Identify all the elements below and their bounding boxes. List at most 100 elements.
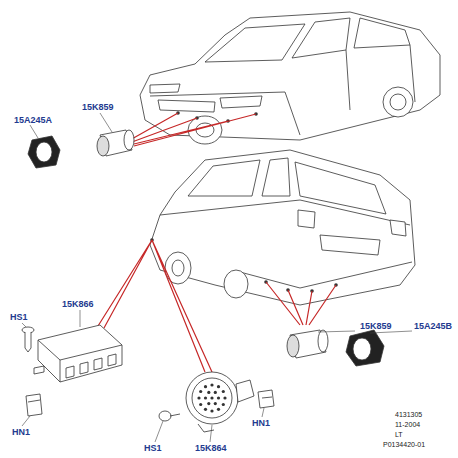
rear-car-outline — [390, 220, 406, 236]
sounder-grille — [204, 396, 207, 399]
front-car-outline — [140, 12, 440, 140]
screw — [159, 411, 171, 421]
rear-car-outline — [240, 262, 412, 288]
clip-nut — [26, 394, 42, 416]
front-sensor — [124, 130, 134, 150]
red-locator-lines — [98, 113, 336, 372]
sounder-grille — [204, 408, 207, 411]
rear-car-outline — [160, 200, 410, 225]
front-car-outline — [346, 45, 415, 110]
front-bezel — [36, 142, 52, 162]
control-module — [38, 325, 122, 382]
front-car-outline — [150, 92, 300, 135]
rear-car-outline — [150, 150, 415, 305]
front-car-outline — [140, 12, 440, 144]
control-module — [66, 354, 116, 378]
rear-car-outline — [165, 252, 191, 284]
sounder-grille — [199, 390, 202, 393]
callout-number: HN1 — [252, 419, 270, 428]
rear-car-outline — [262, 158, 290, 196]
leader-line — [22, 113, 412, 442]
callout-number: 15K859 — [360, 322, 392, 331]
sounder-grille — [204, 385, 207, 388]
front-car-outline — [390, 94, 406, 110]
rear-car-outline — [298, 210, 315, 228]
illustration-code: P0134420-01 — [383, 441, 425, 448]
clip-nut — [258, 390, 274, 408]
rear-sensor — [318, 330, 328, 352]
front-car-outline — [383, 87, 413, 117]
sounder-grille — [217, 408, 220, 411]
sounder-grille — [214, 402, 217, 405]
sounder-grille — [217, 385, 220, 388]
callout-number: 15A245B — [414, 322, 452, 331]
sounder-grille — [222, 390, 225, 393]
red-locator-lines — [266, 282, 336, 325]
sounder-grille — [210, 409, 213, 412]
red-locator-lines — [98, 240, 152, 328]
front-sensor — [97, 136, 109, 156]
front-car-outline — [158, 100, 215, 112]
screw — [25, 332, 31, 352]
front-sensor — [97, 130, 134, 156]
sounder-grille — [197, 396, 200, 399]
red-locator-lines — [130, 113, 256, 146]
rear-bezel — [346, 330, 384, 366]
rear-car-outline — [188, 160, 260, 196]
rear-bezel — [346, 330, 384, 366]
rear-sensor-mounts — [150, 238, 338, 293]
screw — [170, 414, 180, 416]
clip-nut — [28, 400, 40, 402]
rear-sensor — [287, 330, 328, 358]
front-car-outline — [354, 18, 410, 48]
sounder-grille — [210, 396, 213, 399]
callout-number: 15K859 — [82, 103, 114, 112]
sounder-grille — [199, 403, 202, 406]
clip-nut — [262, 397, 272, 398]
sounder — [192, 378, 232, 418]
drawing-number: 4131305 — [395, 411, 422, 418]
sounder-grille — [223, 396, 226, 399]
rear-car-outline — [224, 270, 248, 298]
callout-number: 15K864 — [195, 444, 227, 453]
date-code: 11-2004 — [395, 421, 420, 428]
sounder — [236, 380, 254, 402]
market-code: LT — [395, 431, 403, 438]
front-car-outline — [292, 18, 350, 58]
front-car-outline — [205, 24, 305, 62]
control-module — [34, 325, 122, 382]
sounder — [186, 372, 254, 432]
callout-number: HS1 — [10, 313, 28, 322]
rear-car-outline — [150, 150, 415, 305]
sounder-grille — [217, 396, 220, 399]
sounder-grille — [197, 383, 226, 412]
front-car-outline — [150, 84, 180, 93]
sounder — [186, 372, 238, 424]
control-module — [38, 340, 122, 382]
control-module — [34, 366, 44, 374]
front-bezel — [28, 136, 60, 168]
front-bezel — [28, 136, 60, 168]
sounder-grille — [210, 383, 213, 386]
rear-car-outline — [320, 235, 380, 255]
front-car-outline — [220, 96, 262, 108]
clip-nut — [258, 390, 274, 408]
callout-number: 15A245A — [14, 116, 52, 125]
leader-line — [22, 113, 412, 442]
callout-number: HS1 — [144, 444, 162, 453]
rear-bezel — [353, 338, 371, 360]
rear-sensor — [287, 335, 299, 357]
clip-nut — [26, 394, 42, 416]
rear-car-outline — [172, 260, 184, 276]
sounder-grille — [214, 391, 217, 394]
callout-number: HN1 — [12, 428, 30, 437]
callout-number: 15K866 — [62, 300, 94, 309]
sounder-grille — [207, 402, 210, 405]
red-locator-lines — [152, 240, 212, 372]
screw — [22, 327, 34, 352]
screw — [159, 411, 180, 421]
sounder-grille — [222, 403, 225, 406]
sounder-grille — [207, 391, 210, 394]
